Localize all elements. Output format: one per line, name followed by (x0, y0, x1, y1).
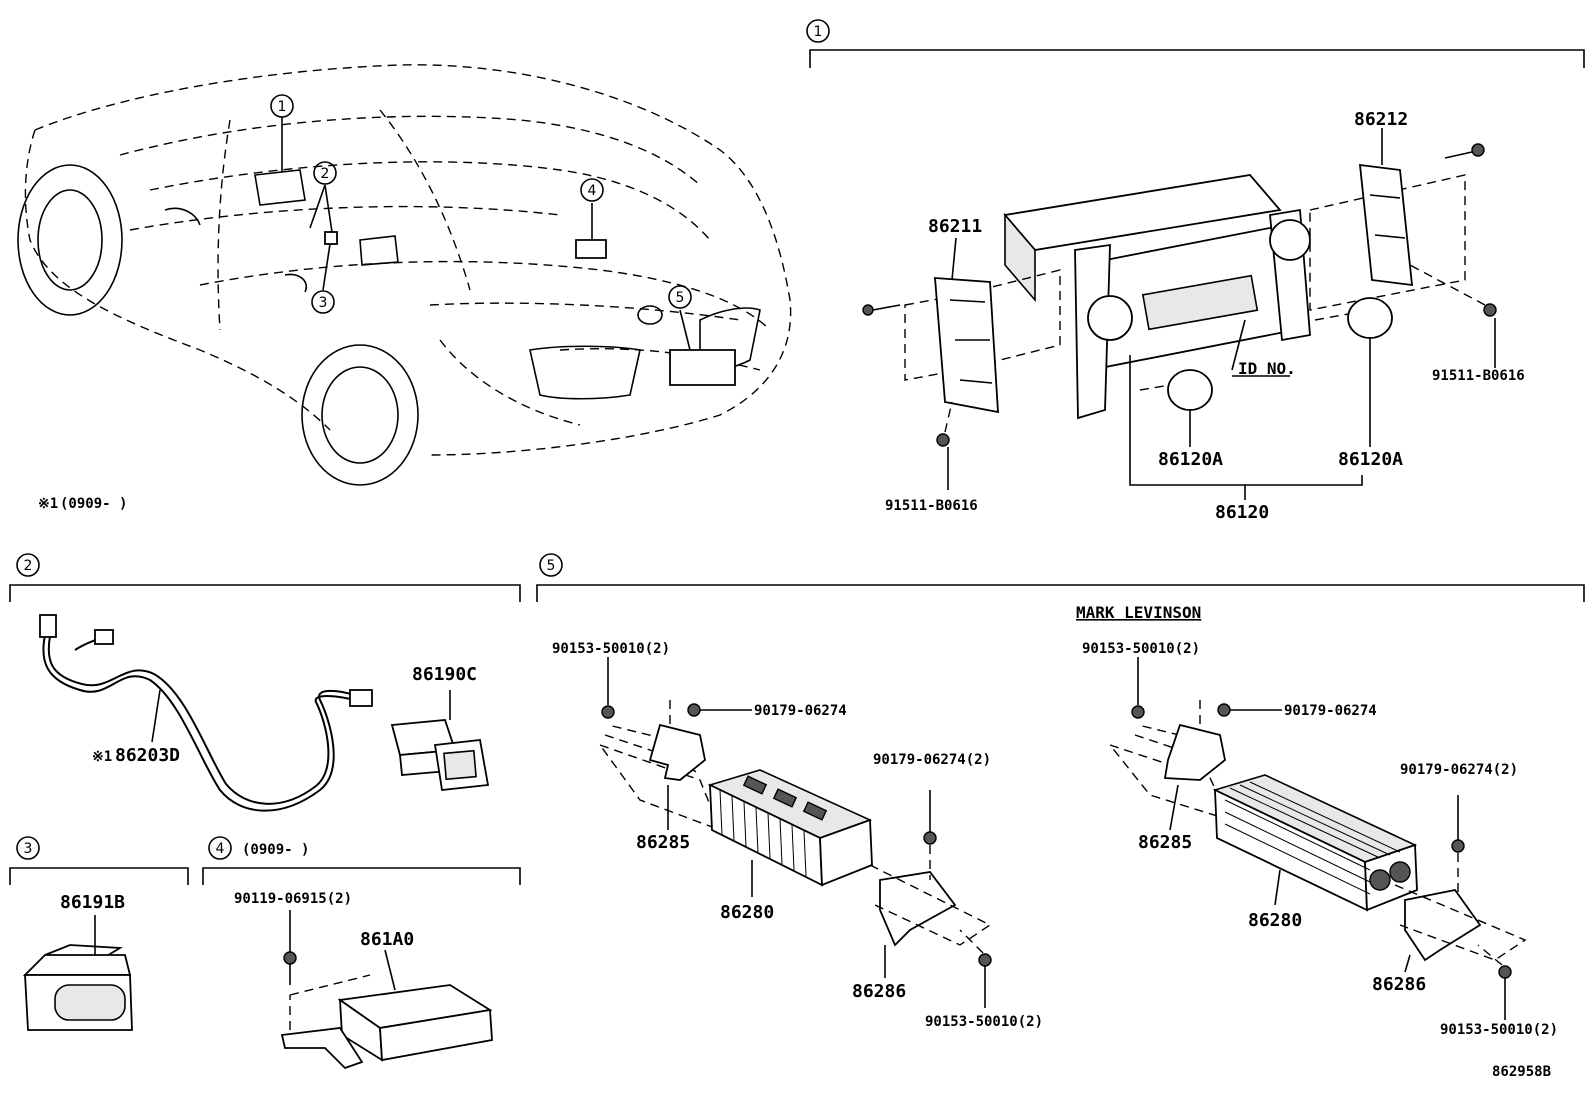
section-2-wire: 2 ※1 86203D 86190C (9, 553, 521, 812)
nut-top-left (687, 703, 701, 717)
wire-connector-c (349, 689, 373, 707)
wire-connector-b (94, 629, 114, 645)
section-5-number: 5 (547, 558, 556, 574)
label-86212: 86212 (1354, 109, 1408, 130)
section-5-title: MARK LEVINSON (1076, 603, 1201, 622)
label-left-nut-right: 90179-06274(2) (873, 752, 991, 768)
bracket-86212 (1358, 163, 1414, 287)
callout-2: 2 (313, 161, 337, 185)
label-left-nut-top: 90179-06274 (754, 703, 847, 719)
bolt-top-right (1131, 705, 1145, 719)
label-left-86286: 86286 (852, 981, 906, 1002)
label-right-86280: 86280 (1248, 910, 1302, 931)
bolt-top-left (601, 705, 615, 719)
section-4-note: (0909- ) (242, 842, 309, 858)
bracket-86211 (934, 277, 999, 414)
car-overview: 1 2 3 4 5 ※1 (0909- ) (17, 64, 792, 512)
receiver-knob-socket-right (1269, 219, 1311, 261)
amplifier-left-fins (719, 789, 807, 877)
label-861A0: 861A0 (360, 929, 414, 950)
section-2-number: 2 (24, 558, 33, 574)
svg-text:1: 1 (278, 99, 287, 115)
label-right-86285: 86285 (1138, 832, 1192, 853)
nut-right-right (1451, 839, 1465, 853)
section-4-number: 4 (216, 841, 225, 857)
callout-3: 3 (311, 290, 335, 314)
label-86191B: 86191B (60, 892, 125, 913)
label-right-bolt-top: 90153-50010(2) (1082, 641, 1200, 657)
section-3-number: 3 (24, 841, 33, 857)
section-4-module: 4 (0909- ) 90119-06915(2) 861A0 (202, 836, 521, 1070)
label-90119-06915: 90119-06915(2) (234, 891, 352, 907)
label-right-nut-top: 90179-06274 (1284, 703, 1377, 719)
section-5-amplifiers: 5 MARK LEVINSON (536, 553, 1585, 1038)
nut-right-left (923, 831, 937, 845)
screw-right-top (1444, 143, 1485, 159)
svg-text:4: 4 (588, 183, 597, 199)
footnote-mark: ※1 (38, 496, 58, 512)
knob-86120A-right (1347, 297, 1393, 339)
screw-left-top (862, 304, 901, 316)
callout-4: 4 (580, 178, 604, 202)
bolt-bottom-left (978, 953, 992, 967)
amplifier-left-group: 90153-50010(2) 90179-06274 90179-06274(2… (552, 641, 1043, 1030)
label-86190C: 86190C (412, 664, 477, 685)
bolt-bottom-right (1498, 965, 1512, 979)
callout-5: 5 (668, 285, 692, 309)
diagram-id: 862958B (1492, 1064, 1551, 1080)
amplifier-right-group: 90153-50010(2) 90179-06274 90179-06274(2… (1082, 641, 1558, 1038)
screw-90119 (283, 951, 297, 965)
footnote-text: (0909- ) (60, 496, 127, 512)
label-91511-B0616-left: 91511-B0616 (885, 498, 978, 514)
section-1-number: 1 (814, 24, 823, 40)
label-id-no: ID NO. (1238, 359, 1296, 378)
wire-connector-a (39, 614, 57, 638)
amplifier-right-fins (1224, 781, 1401, 895)
label-86120A-left: 86120A (1158, 449, 1223, 470)
bracket-86285-left (648, 723, 706, 781)
label-wire-mark: ※1 (92, 749, 112, 765)
location-box-5 (669, 349, 736, 386)
receiver-knob-socket-left (1087, 295, 1133, 341)
bracket-86286-right (1404, 889, 1482, 962)
knob-86120A-left (1167, 369, 1213, 411)
screw-left-bottom (936, 401, 953, 447)
svg-text:5: 5 (676, 290, 685, 306)
label-left-bolt-top: 90153-50010(2) (552, 641, 670, 657)
label-left-86280: 86280 (720, 902, 774, 923)
callout-1: 1 (270, 94, 294, 118)
bracket-86286-left (879, 871, 957, 947)
section-1-receiver: 1 (806, 19, 1585, 523)
label-left-86285: 86285 (636, 832, 690, 853)
svg-text:3: 3 (319, 295, 328, 311)
location-box-4 (575, 239, 607, 259)
label-right-86286: 86286 (1372, 974, 1426, 995)
label-left-bolt-bottom: 90153-50010(2) (925, 1014, 1043, 1030)
svg-text:2: 2 (321, 166, 330, 182)
location-box-3 (324, 231, 338, 245)
label-right-bolt-bottom: 90153-50010(2) (1440, 1022, 1558, 1038)
label-right-nut-right: 90179-06274(2) (1400, 762, 1518, 778)
bracket-86285-right (1163, 723, 1226, 781)
module-861A0 (379, 1008, 493, 1062)
label-86120A-right: 86120A (1338, 449, 1403, 470)
nut-top-right (1217, 703, 1231, 717)
section-3-jack: 3 86191B (9, 836, 189, 1031)
label-91511-B0616-right: 91511-B0616 (1432, 368, 1525, 384)
label-86203D: 86203D (115, 745, 180, 766)
screw-right-bottom (1409, 264, 1497, 317)
label-86120: 86120 (1215, 502, 1269, 523)
label-86211: 86211 (928, 216, 982, 237)
